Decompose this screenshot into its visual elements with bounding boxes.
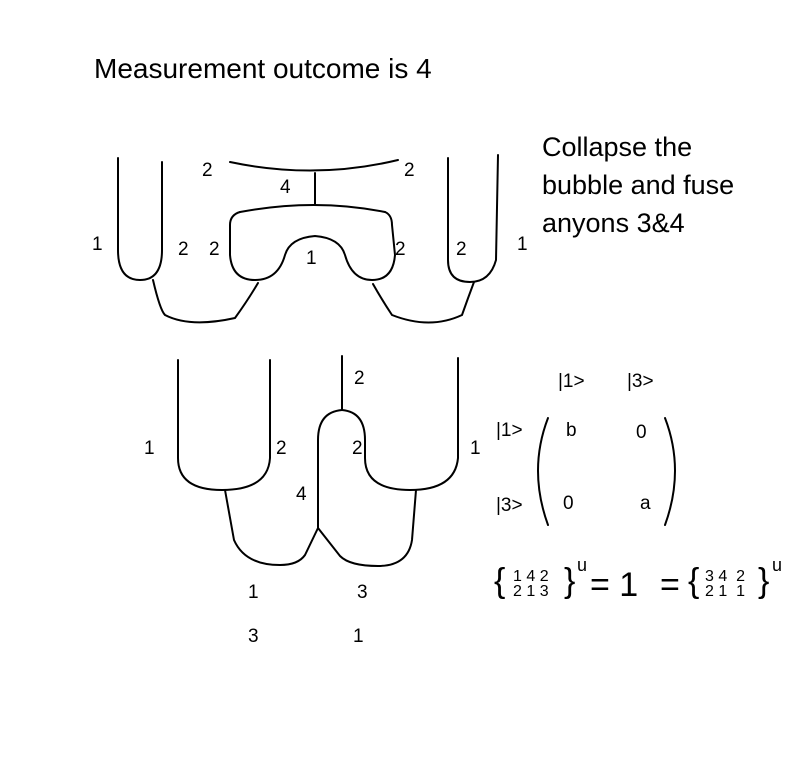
f-left-top-row: 1 4 2	[513, 568, 549, 585]
top-label-right-2b: 2	[456, 239, 467, 260]
matrix-entry-0-top: 0	[636, 422, 647, 443]
top-bubble-outer	[239, 204, 386, 213]
top-label-center-1: 1	[306, 248, 317, 269]
bottom-label-4: 4	[296, 484, 307, 505]
top-label-left-1: 1	[92, 234, 103, 255]
bottom-label-left-2: 2	[276, 438, 287, 459]
f-right-top-row: 3 4 2	[705, 568, 746, 585]
matrix-entry-a: a	[640, 493, 651, 514]
matrix-col-ket-1: |1>	[558, 371, 585, 392]
f-left-indices: 1 4 2 2 1 3	[513, 568, 549, 600]
bottom-label-right-1: 1	[470, 438, 481, 459]
top-label-right-1: 1	[517, 234, 528, 255]
matrix-row-ket-1: |1>	[496, 420, 523, 441]
top-diagram-lines	[117, 154, 499, 324]
bottom-left-join	[224, 489, 319, 567]
bottom-right-join	[317, 489, 417, 568]
f-right-equals: =	[660, 566, 680, 604]
bottom-label-top-2: 2	[354, 368, 365, 389]
bottom-diagram-lines	[177, 355, 459, 568]
top-left-join	[152, 279, 259, 324]
matrix-brackets	[537, 417, 676, 526]
bottom-label-center-2: 2	[352, 438, 363, 459]
bottom-row-1-left: 1	[248, 582, 259, 603]
bottom-left-cup	[177, 359, 271, 492]
top-label-upper-right-2: 2	[404, 160, 415, 181]
f-right-bottom-row: 2 1 1	[705, 583, 746, 600]
bottom-row-2-left: 3	[248, 626, 259, 647]
matrix-right-paren	[664, 417, 676, 526]
bottom-right-cup	[341, 357, 459, 492]
top-upper-arc	[229, 159, 399, 172]
top-label-left-2b: 2	[209, 239, 220, 260]
top-right-join	[372, 281, 475, 324]
f-left-bottom-row: 2 1 3	[513, 583, 549, 600]
top-label-left-2a: 2	[178, 239, 189, 260]
bottom-row-1-right: 3	[357, 582, 368, 603]
matrix-row-ket-3: |3>	[496, 495, 523, 516]
matrix-entry-0-bottom: 0	[563, 493, 574, 514]
f-left-superscript: u	[577, 555, 588, 575]
f-right-close-brace: }	[758, 562, 770, 600]
top-label-upper-left-2: 2	[202, 160, 213, 181]
bottom-label-left-1: 1	[144, 438, 155, 459]
f-left-close-brace: }	[564, 562, 576, 600]
note-line-2: bubble and fuse	[542, 170, 735, 200]
f-left-open-brace: {	[494, 562, 506, 600]
matrix-col-ket-3: |3>	[627, 371, 654, 392]
f-right-open-brace: {	[688, 562, 700, 600]
note-line-1: Collapse the	[542, 132, 693, 162]
matrix-entry-b: b	[566, 420, 577, 441]
top-label-right-2a: 2	[395, 239, 406, 260]
note-line-3: anyons 3&4	[542, 208, 685, 238]
top-right-cup	[447, 154, 499, 284]
top-label-4: 4	[280, 177, 291, 198]
bottom-row-2-right: 1	[353, 626, 364, 647]
bottom-center-branch	[317, 409, 343, 529]
f-right-superscript: u	[772, 555, 783, 575]
top-left-cup	[117, 157, 163, 282]
page-title: Measurement outcome is 4	[94, 53, 432, 84]
instruction-note: Collapse the bubble and fuse anyons 3&4	[542, 128, 734, 242]
f-right-indices: 3 4 2 2 1 1	[705, 568, 746, 600]
top-bubble-left	[229, 211, 397, 282]
f-value: = 1	[590, 566, 639, 604]
matrix-left-paren	[537, 417, 549, 526]
